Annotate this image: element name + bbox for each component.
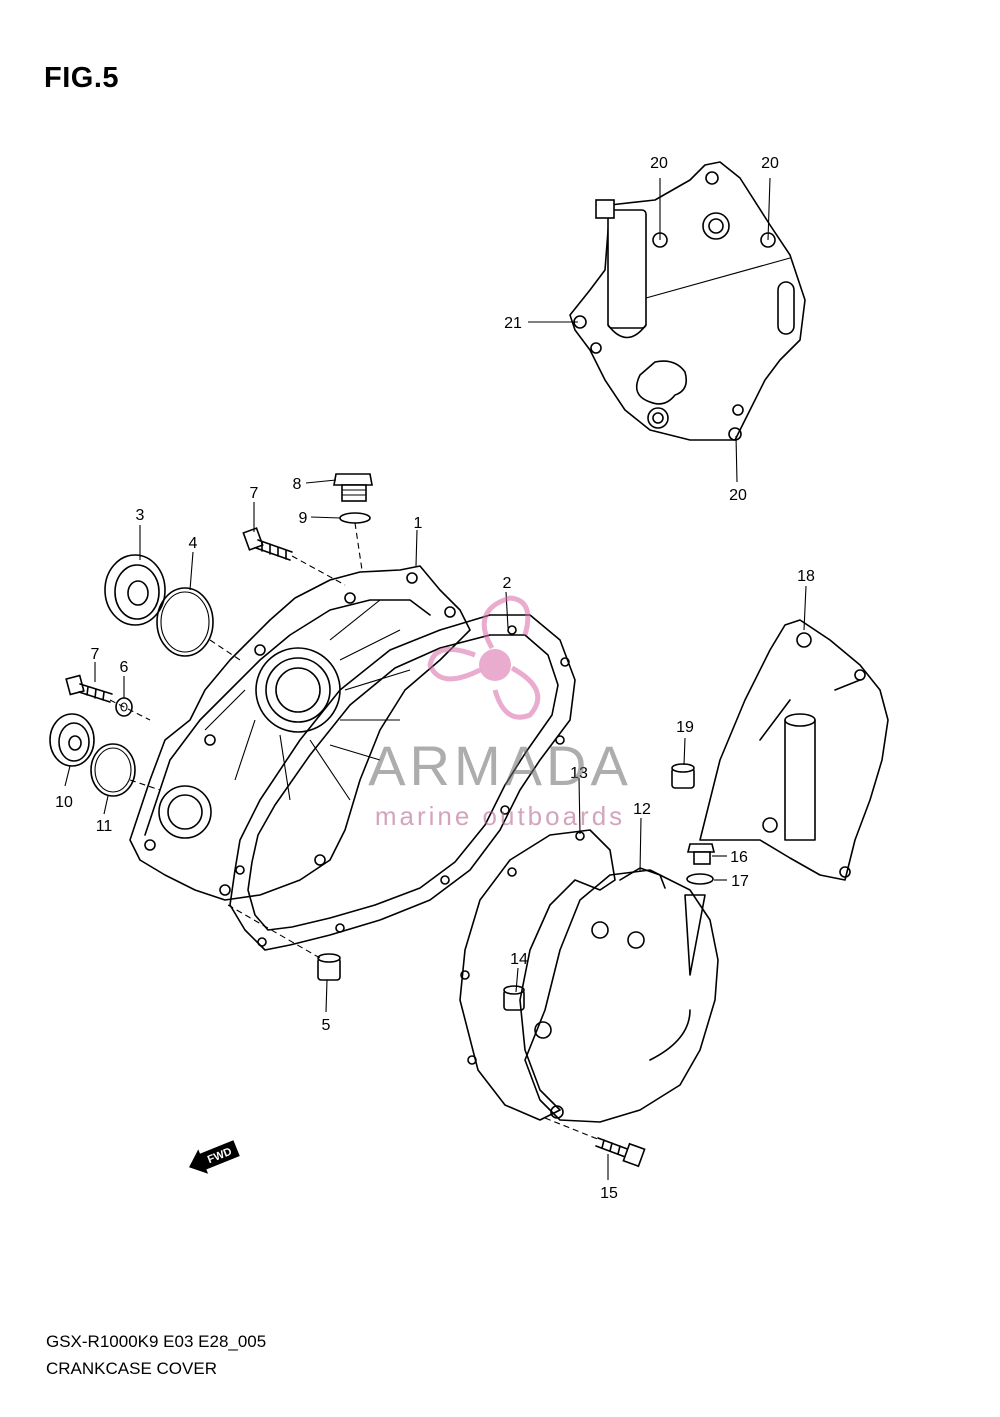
clutch-cover-gasket-13	[459, 829, 616, 1121]
o-ring-4	[156, 587, 214, 657]
figure-title: FIG.5	[44, 62, 120, 94]
gasket-9	[339, 512, 371, 524]
callout-2: 2	[503, 575, 512, 592]
callout-20-a: 20	[650, 155, 668, 172]
section-name: CRANKCASE COVER	[46, 1359, 217, 1378]
dowel-pin-5	[317, 953, 341, 981]
callout-7-lower: 7	[91, 646, 100, 663]
gasket-17	[686, 873, 714, 885]
plug-16	[686, 843, 716, 865]
callout-14: 14	[510, 951, 528, 968]
callout-17: 17	[731, 873, 749, 890]
callout-4: 4	[189, 535, 198, 552]
bolt-7-lower	[65, 674, 113, 703]
oil-plug-8	[333, 473, 373, 502]
callout-8: 8	[293, 476, 302, 493]
dowel-pin-14	[503, 985, 525, 1011]
callout-19: 19	[676, 719, 694, 736]
callout-20-b: 20	[761, 155, 779, 172]
callout-16: 16	[730, 849, 748, 866]
propeller-logo-icon	[427, 595, 541, 720]
callout-3: 3	[136, 507, 145, 524]
callout-15: 15	[600, 1185, 618, 1202]
crankcase-cover	[129, 565, 471, 901]
callout-21: 21	[504, 315, 522, 332]
cover-gasket	[229, 614, 576, 951]
pump-cover-plate	[569, 161, 806, 441]
callout-13: 13	[570, 765, 588, 782]
model-code: GSX-R1000K9 E03 E28_005	[46, 1332, 267, 1351]
cover-18	[699, 619, 889, 881]
callout-10: 10	[55, 794, 73, 811]
bolt-7-upper	[242, 527, 293, 561]
callout-9: 9	[299, 510, 308, 527]
armada-watermark: ARMADA marine outboards	[368, 595, 632, 831]
watermark-tagline: marine outboards	[375, 801, 625, 831]
plug-cover-3	[104, 554, 166, 626]
callout-20-c: 20	[729, 487, 747, 504]
callout-12: 12	[633, 801, 651, 818]
watermark-brand: ARMADA	[368, 734, 632, 797]
callout-18: 18	[797, 568, 815, 585]
callout-5: 5	[322, 1017, 331, 1034]
dowel-pin-19	[671, 763, 695, 789]
plug-cover-10	[49, 713, 95, 767]
callout-1: 1	[414, 515, 423, 532]
callout-6: 6	[120, 659, 129, 676]
clutch-cover-12	[524, 867, 719, 1123]
callout-11: 11	[96, 818, 113, 835]
bolt-15	[595, 1137, 646, 1168]
o-ring-11	[90, 743, 136, 797]
callout-7-upper: 7	[250, 485, 259, 502]
forward-direction-arrow-icon: FWD	[189, 1140, 240, 1174]
callout-labels: 1 2 3 4 5 6 7 7 8 9 10 11 12 13 14 15 16…	[55, 155, 815, 1202]
leader-lines	[64, 177, 807, 1180]
